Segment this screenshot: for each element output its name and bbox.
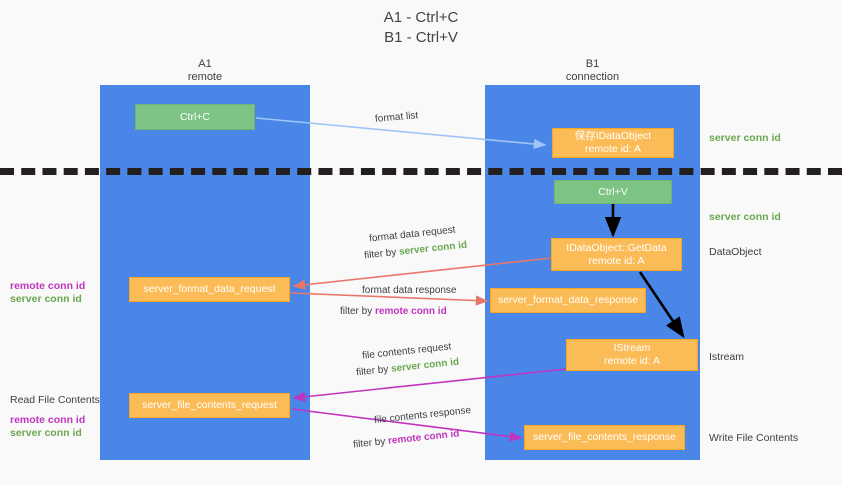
box-server-file-contents-response[interactable]: server_file_contents_response xyxy=(524,425,685,450)
box-istream-line1: IStream xyxy=(613,342,651,354)
lane-a1-sub: remote xyxy=(187,71,223,83)
arrow-format-list xyxy=(255,117,547,150)
filter-value-2: remote conn id xyxy=(375,306,447,317)
lane-b1-sub: connection xyxy=(565,71,620,83)
label-format-data-response-filter: filter by remote conn id xyxy=(340,305,447,319)
box-idataobject-getdata-line2: remote id: A xyxy=(588,254,645,267)
box-ctrl-v-label: Ctrl+V xyxy=(598,185,628,198)
box-ctrl-c[interactable]: Ctrl+C xyxy=(135,104,255,130)
label-server-conn-id-right-1: server conn id xyxy=(709,132,781,144)
filter-prefix-1: filter by xyxy=(363,246,400,262)
label-read-file-contents: Read File Contents xyxy=(10,394,100,406)
box-save-idataobject-line1: 保存IDataObject xyxy=(574,130,652,142)
box-server-file-contents-response-label: server_file_contents_response xyxy=(532,431,676,443)
label-remote-conn-id-left-2: remote conn id xyxy=(10,414,86,426)
lane-b1-name: B1 xyxy=(585,58,600,70)
diagram-title: A1 - Ctrl+C B1 - Ctrl+V xyxy=(0,8,842,48)
label-format-data-response: format data response xyxy=(362,285,457,296)
arrow-file-contents-request xyxy=(292,368,567,402)
label-server-conn-id-right-2: server conn id xyxy=(709,211,781,223)
label-dataobject: DataObject xyxy=(709,246,762,258)
box-istream-line2: remote id: A xyxy=(603,355,661,367)
lane-a1-name: A1 xyxy=(198,58,212,70)
arrow-getdata-to-istream xyxy=(638,271,685,339)
box-server-format-data-response-label: server_format_data_response xyxy=(497,294,639,306)
box-istream[interactable]: IStream remote id: A xyxy=(566,339,698,371)
box-idataobject-getdata[interactable]: IDataObject::GetData remote id: A xyxy=(551,238,682,271)
label-write-file-contents: Write File Contents xyxy=(709,432,799,444)
filter-prefix-2: filter by xyxy=(340,306,376,317)
lane-header-b1: B1 connection xyxy=(485,58,700,84)
filter-prefix-4: filter by xyxy=(352,435,389,451)
label-remote-conn-id-left-1: remote conn id xyxy=(10,280,86,292)
title-line-1: A1 - Ctrl+C xyxy=(383,9,459,26)
box-server-format-data-response[interactable]: server_format_data_response xyxy=(490,288,646,313)
box-server-file-contents-request[interactable]: server_file_contents_request xyxy=(129,393,290,418)
arrow-file-contents-response xyxy=(291,408,523,442)
box-server-format-data-request[interactable]: server_format_data_request xyxy=(129,277,290,302)
label-server-conn-id-left-2: server conn id xyxy=(10,427,82,439)
title-line-2: B1 - Ctrl+V xyxy=(384,29,458,46)
phase-divider xyxy=(0,168,842,175)
filter-prefix-3: filter by xyxy=(355,363,392,379)
box-idataobject-getdata-line1: IDataObject::GetData xyxy=(566,241,667,254)
box-ctrl-v[interactable]: Ctrl+V xyxy=(554,180,672,204)
lane-header-a1: A1 remote xyxy=(100,58,310,84)
label-istream: Istream xyxy=(709,351,745,363)
box-server-file-contents-request-label: server_file_contents_request xyxy=(142,399,277,411)
label-server-conn-id-left-1: server conn id xyxy=(10,293,82,305)
box-ctrl-c-label: Ctrl+C xyxy=(179,110,211,123)
box-save-idataobject[interactable]: 保存IDataObject remote id: A xyxy=(552,128,674,158)
box-save-idataobject-line2: remote id: A xyxy=(584,143,642,155)
arrow-format-data-response xyxy=(289,292,489,306)
arrow-format-data-request xyxy=(292,257,552,290)
box-server-format-data-request-label: server_format_data_request xyxy=(143,283,276,295)
